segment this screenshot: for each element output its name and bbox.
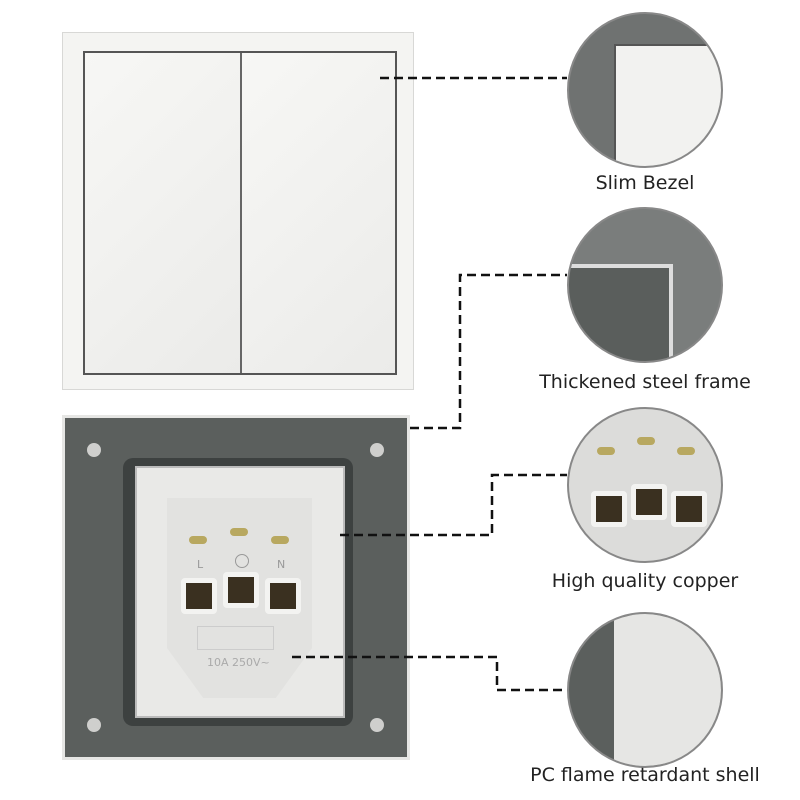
earth-icon [235, 554, 249, 568]
rocker-area [83, 51, 397, 375]
screw-icon [189, 536, 207, 544]
mount-hole [370, 443, 384, 457]
screw-icon [230, 528, 248, 536]
terminal-l [181, 578, 217, 614]
screw-icon [271, 536, 289, 544]
switch-front-panel [62, 32, 414, 390]
terminal-label-l: L [197, 558, 204, 571]
bezel-closeup [567, 12, 723, 168]
rocker-right [240, 53, 395, 373]
socket-module: L N 10A 250V~ [135, 466, 345, 718]
rocker-left [85, 53, 240, 373]
feature-label: Slim Bezel [595, 172, 695, 194]
feature-label: PC flame retardant shell [530, 764, 760, 786]
label-box [197, 626, 274, 650]
pc-shell: L N 10A 250V~ [167, 498, 312, 698]
pc-shell-closeup [567, 612, 723, 768]
mount-hole [87, 718, 101, 732]
feature-label: High quality copper [551, 570, 739, 592]
terminal-label-n: N [277, 558, 286, 571]
copper-terminal-closeup [567, 407, 723, 563]
steel-frame-closeup [567, 207, 723, 363]
terminal-earth [223, 572, 259, 608]
terminal-n [265, 578, 301, 614]
callout-line-copper [340, 473, 567, 537]
callout-line-frame [410, 273, 567, 430]
mount-hole [370, 718, 384, 732]
feature-label: Thickened steel frame [539, 371, 751, 393]
callout-line-shell [292, 655, 567, 692]
rating-text: 10A 250V~ [207, 656, 270, 669]
switch-back-frame: L N 10A 250V~ [62, 415, 410, 760]
mount-hole [87, 443, 101, 457]
